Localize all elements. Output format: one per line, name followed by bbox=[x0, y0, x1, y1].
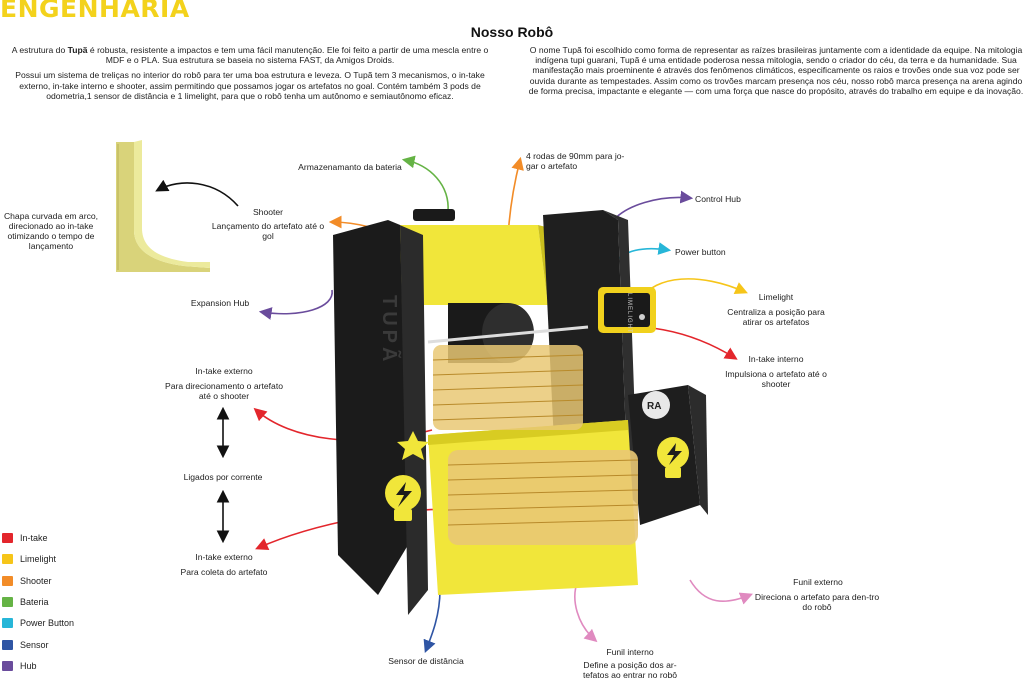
ra-badge-text: RA bbox=[647, 401, 661, 412]
label-bateria: Armazenamanto da bateria bbox=[298, 162, 402, 172]
label-expansion-hub: Expansion Hub bbox=[190, 298, 250, 308]
robot-side-text: TUPÃ bbox=[378, 295, 401, 365]
legend-swatch bbox=[2, 533, 13, 543]
label-shooter-title: Shooter bbox=[252, 207, 284, 217]
legend-label: Power Button bbox=[20, 618, 75, 629]
arrow-funil-externo bbox=[689, 579, 753, 605]
label-control-hub: Control Hub bbox=[695, 194, 741, 204]
label-intake-ext-top-desc: Para direcionamento o artefato até o sho… bbox=[165, 381, 283, 401]
arrow-chapa bbox=[155, 179, 239, 207]
label-intake-interno-desc: Impulsiona o artefato até o shooter bbox=[725, 369, 827, 389]
intro-right-p1: O nome Tupã foi escolhido como forma de … bbox=[528, 45, 1024, 96]
legend-swatch bbox=[2, 575, 13, 586]
legend-label: Sensor bbox=[20, 639, 49, 650]
brand-logo: ENGENHARIA bbox=[0, 0, 190, 23]
label-intake-ext-bot-title: In-take externo bbox=[195, 552, 253, 562]
label-intake-interno-title: In-take interno bbox=[748, 354, 804, 364]
intro-left-p1: A estrutura do Tupã é robusta, resistent… bbox=[11, 45, 489, 66]
intro-right: O nome Tupã foi escolhido como forma de … bbox=[528, 45, 1024, 96]
legend-label: Bateria bbox=[20, 596, 49, 607]
ra-badge bbox=[642, 391, 670, 419]
label-funil-interno-desc: Define a posição dos ar-tefatos ao entra… bbox=[582, 660, 678, 680]
intro-left: A estrutura do Tupã é robusta, resistent… bbox=[2, 45, 498, 101]
label-corrente: Ligados por corrente bbox=[183, 472, 263, 482]
legend-label: In-take bbox=[20, 533, 48, 543]
robot-illustration: TUPÃ RA LIMELIGHT bbox=[333, 209, 708, 615]
label-chapa: Chapa curvada em arco, direcionado ao in… bbox=[3, 211, 99, 251]
label-shooter-desc: Lançamento do artefato até o gol bbox=[211, 221, 325, 241]
arrow-sensor bbox=[423, 589, 441, 653]
label-intake-ext-top-title: In-take externo bbox=[195, 366, 253, 376]
intro-left-p2: Possui um sistema de treliças no interio… bbox=[15, 70, 485, 101]
label-limelight-title: Limelight bbox=[758, 292, 794, 302]
label-intake-ext-bot-desc: Para coleta do artefato bbox=[180, 567, 268, 577]
legend-label: Limelight bbox=[20, 554, 57, 565]
legend-swatch bbox=[2, 554, 13, 565]
label-funil-externo-desc: Direciona o artefato para den-tro do rob… bbox=[754, 592, 880, 612]
legend-swatch bbox=[2, 596, 13, 607]
label-funil-interno-title: Funil interno bbox=[606, 647, 654, 657]
legend-swatch bbox=[2, 639, 13, 650]
legend-swatch bbox=[2, 618, 13, 629]
chapa-curvada-illustration bbox=[116, 140, 210, 272]
limelight-text: LIMELIGHT bbox=[626, 293, 632, 334]
robot-name: Tupã bbox=[67, 45, 88, 55]
legend-label: Hub bbox=[20, 660, 37, 671]
label-limelight-desc: Centraliza a posição para atirar os arte… bbox=[727, 307, 825, 327]
legend-label: Shooter bbox=[20, 575, 52, 586]
page-title: Nosso Robô bbox=[470, 24, 554, 40]
label-power-button: Power button bbox=[675, 247, 726, 257]
label-sensor: Sensor de distância bbox=[388, 656, 464, 666]
label-funil-externo-title: Funil externo bbox=[793, 577, 843, 587]
legend-swatch bbox=[2, 660, 13, 671]
arrow-bateria bbox=[401, 155, 449, 213]
label-rodas: 4 rodas de 90mm para jo-gar o artefato bbox=[526, 151, 625, 171]
arrow-expansion-hub bbox=[258, 289, 333, 320]
